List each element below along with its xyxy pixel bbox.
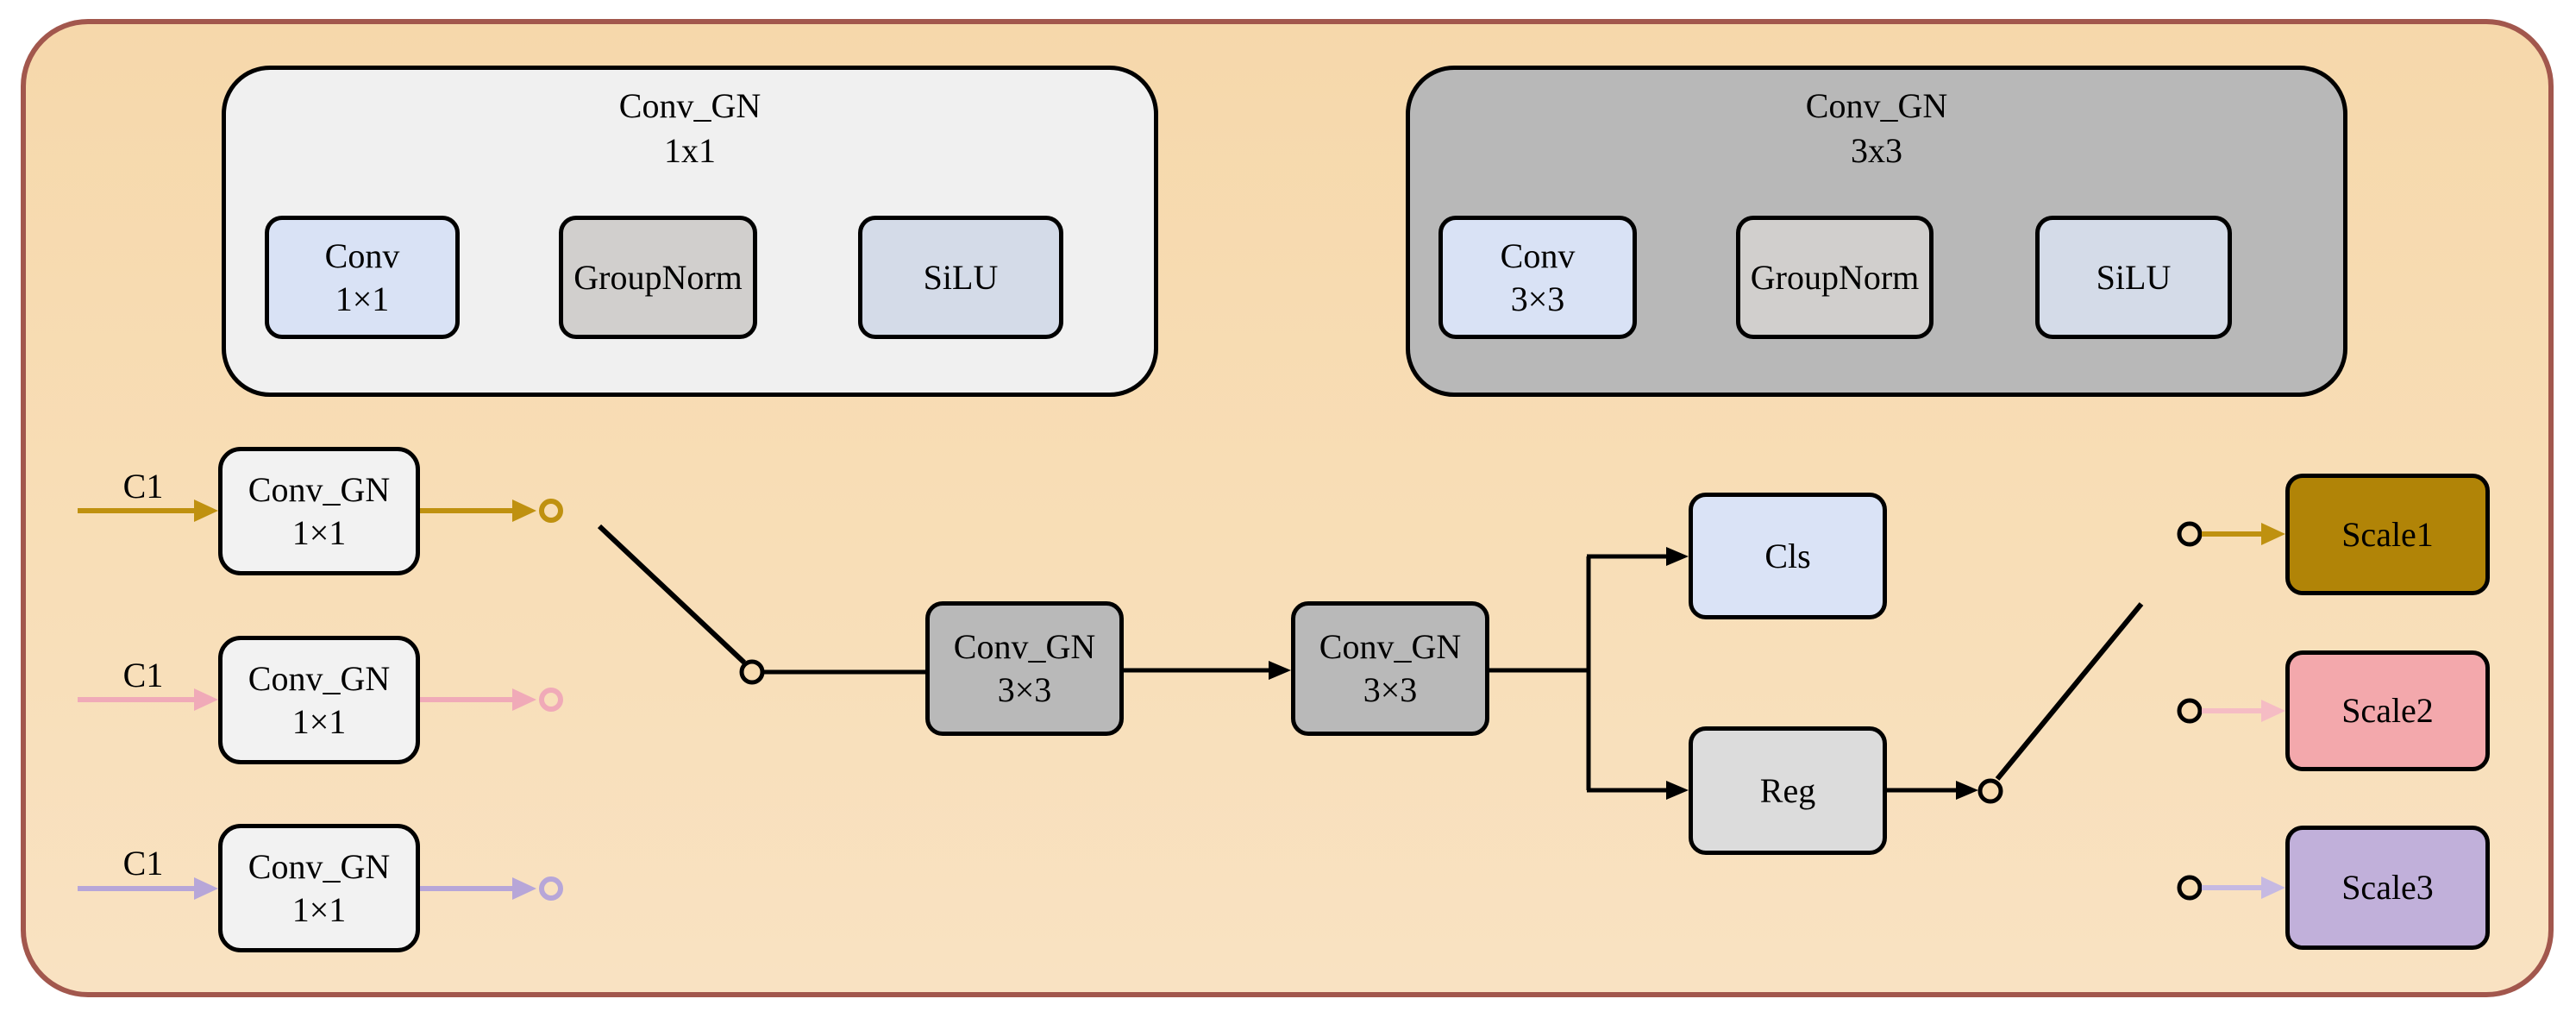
trunk-conv-gn-3x3-1: Conv_GN 3×3 xyxy=(925,601,1124,736)
legend2-silu-label: SiLU xyxy=(2096,257,2172,297)
scale3-label: Scale3 xyxy=(2341,868,2434,907)
input2-conv-gn-box: Conv_GN 1×1 xyxy=(218,636,420,764)
input2-c1-label: C1 xyxy=(122,656,164,694)
input2-box-line1: Conv_GN xyxy=(248,658,391,698)
input1-conv-gn-box: Conv_GN 1×1 xyxy=(218,447,420,575)
cls-label: Cls xyxy=(1764,536,1811,575)
legend1-node-silu: SiLU xyxy=(858,216,1063,339)
legend2-conv-label-line1: Conv xyxy=(1500,236,1576,275)
legend1-silu-label: SiLU xyxy=(923,257,999,297)
legend1-conv-label-line1: Conv xyxy=(324,236,400,275)
input3-box-line2: 1×1 xyxy=(291,889,347,929)
legend2-node-conv: Conv 3×3 xyxy=(1438,216,1637,339)
legend1-title-line2: 1x1 xyxy=(664,131,716,170)
trunk2-line2: 3×3 xyxy=(1363,670,1418,709)
input1-box-line1: Conv_GN xyxy=(248,469,391,509)
legend2-title-line2: 3x3 xyxy=(1851,131,1902,170)
trunk-conv-gn-3x3-2: Conv_GN 3×3 xyxy=(1291,601,1489,736)
legend2-conv-label-line2: 3×3 xyxy=(1510,279,1565,318)
input2-box-line2: 1×1 xyxy=(291,701,347,741)
legend1-groupnorm-label: GroupNorm xyxy=(573,257,743,297)
legend2-node-groupnorm: GroupNorm xyxy=(1736,216,1934,339)
reg-label: Reg xyxy=(1759,770,1816,810)
output-scale2-box: Scale2 xyxy=(2285,650,2490,771)
trunk2-line1: Conv_GN xyxy=(1319,627,1462,666)
legend1-title-line1: Conv_GN xyxy=(618,86,762,125)
scale1-label: Scale1 xyxy=(2341,514,2434,554)
legend-group-conv-gn-1x1: Conv_GN 1x1 Conv 1×1 GroupNorm SiLU xyxy=(222,66,1158,397)
legend2-groupnorm-label: GroupNorm xyxy=(1750,257,1920,297)
output-scale1-box: Scale1 xyxy=(2285,474,2490,595)
trunk1-line2: 3×3 xyxy=(997,670,1052,709)
legend2-title-line1: Conv_GN xyxy=(1805,86,1948,125)
input3-box-line1: Conv_GN xyxy=(248,846,391,886)
legend1-node-groupnorm: GroupNorm xyxy=(559,216,757,339)
legend1-conv-label-line2: 1×1 xyxy=(335,279,390,318)
input3-conv-gn-box: Conv_GN 1×1 xyxy=(218,824,420,952)
legend1-title: Conv_GN 1x1 xyxy=(226,84,1154,173)
legend2-title: Conv_GN 3x3 xyxy=(1410,84,2343,173)
legend-group-conv-gn-3x3: Conv_GN 3x3 Conv 3×3 GroupNorm SiLU xyxy=(1406,66,2347,397)
input1-box-line2: 1×1 xyxy=(291,512,347,552)
input3-c1-label: C1 xyxy=(122,844,164,883)
legend2-node-silu: SiLU xyxy=(2035,216,2232,339)
legend1-node-conv: Conv 1×1 xyxy=(265,216,460,339)
cls-head-box: Cls xyxy=(1689,493,1887,619)
input1-c1-label: C1 xyxy=(122,467,164,506)
scale2-label: Scale2 xyxy=(2341,691,2434,730)
trunk1-line1: Conv_GN xyxy=(953,627,1096,666)
output-scale3-box: Scale3 xyxy=(2285,826,2490,950)
reg-head-box: Reg xyxy=(1689,726,1887,855)
